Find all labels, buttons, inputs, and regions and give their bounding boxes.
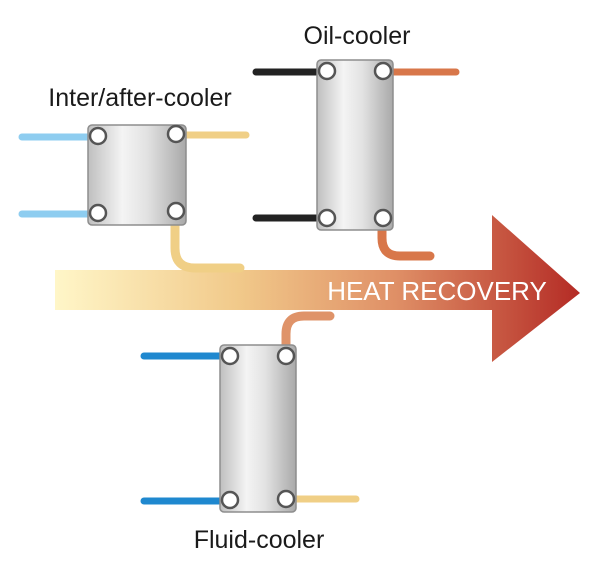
oilcooler-label: Oil-cooler: [304, 22, 411, 50]
fluidcooler-plate: [219, 344, 297, 513]
port: [88, 126, 108, 146]
oilcooler: Oil-cooler: [252, 22, 460, 261]
intercooler: Inter/after-cooler: [18, 84, 250, 273]
port: [166, 201, 186, 221]
intercooler-plate: [87, 124, 187, 226]
heat-recovery-arrow: HEAT RECOVERY: [55, 215, 580, 362]
port: [220, 346, 240, 366]
intercooler-outlet-pipe-bottom: [170, 207, 245, 273]
port: [88, 203, 108, 223]
fluidcooler-label: Fluid-cooler: [194, 526, 325, 554]
port: [373, 208, 393, 228]
heat-recovery-label: HEAT RECOVERY: [327, 276, 547, 306]
port: [317, 208, 337, 228]
port: [166, 124, 186, 144]
port: [317, 61, 337, 81]
fluidcooler: Fluid-cooler: [140, 311, 360, 554]
port: [276, 489, 296, 509]
port: [220, 490, 240, 510]
fluidcooler-outlet-pipe-top: [281, 311, 335, 361]
intercooler-label: Inter/after-cooler: [48, 84, 231, 112]
port: [373, 61, 393, 81]
oilcooler-plate: [316, 59, 394, 231]
port: [276, 346, 296, 366]
oilcooler-outlet-pipe-bottom: [377, 213, 435, 261]
